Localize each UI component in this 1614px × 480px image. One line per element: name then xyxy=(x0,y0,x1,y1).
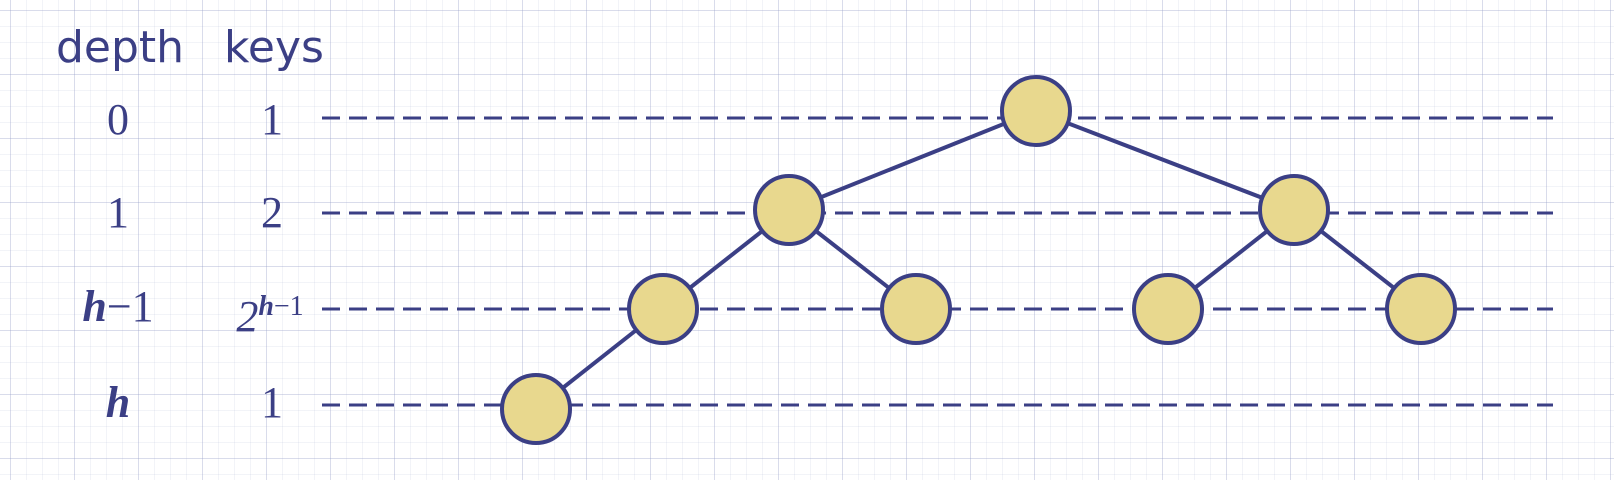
edge-root-right xyxy=(1035,109,1295,212)
tree-node-depth-h-minus-1 xyxy=(880,273,952,345)
keys-2-pow-h-minus-1-label: 2h−1 xyxy=(210,282,330,341)
depth-1-label: 1 xyxy=(107,188,129,237)
tree-node-depth1-left xyxy=(753,174,825,246)
tree-node-depth-h-minus-1 xyxy=(627,273,699,345)
depth-h-minus-1-label: h−1 xyxy=(58,282,178,332)
depth-column-header: depth xyxy=(56,22,185,73)
keys-column-header: keys xyxy=(224,22,324,73)
keys-exp-var: h xyxy=(258,291,274,322)
depth-minus-one: −1 xyxy=(106,282,154,331)
depth-0-label: 0 xyxy=(107,95,129,144)
keys-h-label: 1 xyxy=(261,378,283,427)
tree-node-depth-h xyxy=(500,373,572,445)
edge-root-left xyxy=(788,109,1037,212)
depth-var-h: h xyxy=(82,282,107,331)
depth-h-label: h xyxy=(58,378,178,428)
keys-1-label: 2 xyxy=(261,188,283,237)
depth-var-h: h xyxy=(105,378,131,427)
tree-node-depth-h-minus-1 xyxy=(1385,273,1457,345)
keys-exp-rest: −1 xyxy=(273,291,304,322)
tree-node-depth1-right xyxy=(1258,174,1330,246)
tree-node-root xyxy=(1000,75,1072,147)
keys-base: 2 xyxy=(236,292,259,341)
keys-0-label: 1 xyxy=(261,95,283,144)
tree-node-depth-h-minus-1 xyxy=(1132,273,1204,345)
